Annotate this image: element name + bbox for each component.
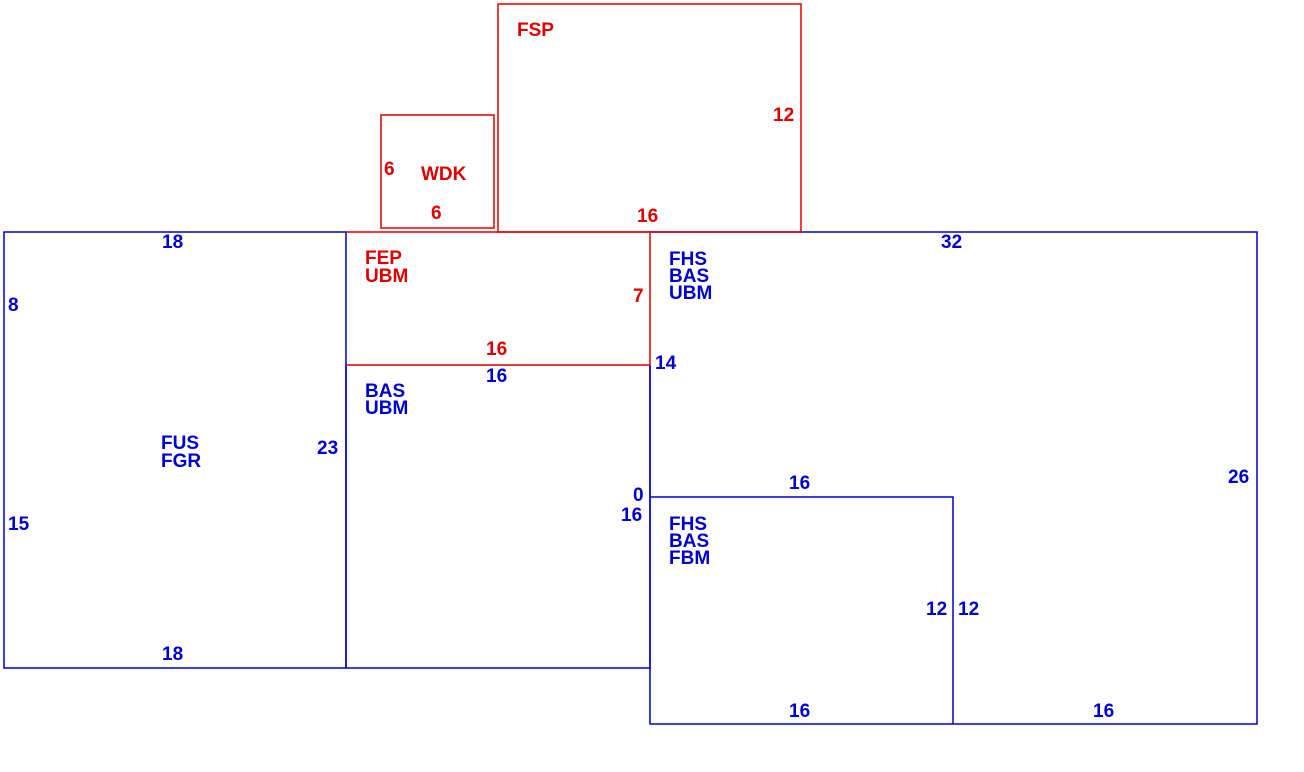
- fsp-bottom-dimension: 16: [637, 206, 658, 227]
- fep-area-outline: [346, 231, 651, 366]
- bas-ubm-top-dimension: 16: [486, 366, 507, 387]
- fhs-fbm-code-label-2: BAS: [669, 531, 709, 552]
- fhs-area-outline: [649, 231, 1258, 725]
- fhs-fbm-code-label: FHS: [669, 514, 707, 535]
- wdk-code-label: WDK: [421, 164, 467, 185]
- wdk-bottom-dimension: 6: [431, 203, 442, 224]
- fep-code-label: FEP: [365, 248, 402, 269]
- fus-top-dimension: 18: [162, 232, 183, 253]
- fhs-top-dimension: 32: [941, 232, 962, 253]
- fhs-code-label-2: BAS: [669, 266, 709, 287]
- fhs-fbm-left-dimension: 16: [621, 505, 642, 526]
- fep-code-label-2: UBM: [365, 266, 408, 287]
- fep-bottom-dimension: 16: [486, 339, 507, 360]
- fus-code-label: FUS: [161, 433, 199, 454]
- fsp-right-dimension: 12: [773, 105, 794, 126]
- fsp-code-label: FSP: [517, 20, 554, 41]
- fhs-fbm-bottom-dimension: 16: [789, 701, 810, 722]
- bas-ubm-code-label-2: UBM: [365, 398, 408, 419]
- fhs-code-label-3: UBM: [669, 283, 712, 304]
- fhs-step-top-dimension: 16: [789, 473, 810, 494]
- fhs-step-dimension: 0: [633, 485, 644, 506]
- fus-left-upper-dimension: 8: [8, 295, 19, 316]
- fhs-left-dimension: 14: [655, 353, 677, 374]
- bas-ubm-code-label: BAS: [365, 381, 405, 402]
- fhs-bottom-dimension: 16: [1093, 701, 1114, 722]
- fhs-code-label: FHS: [669, 249, 707, 270]
- fhs-right-dimension: 26: [1228, 467, 1249, 488]
- fus-right-dimension: 23: [317, 438, 338, 459]
- wdk-area-outline: [380, 114, 495, 229]
- wdk-left-dimension: 6: [384, 159, 395, 180]
- fus-bottom-dimension: 18: [162, 644, 183, 665]
- fhs-extra-left-dimension: 12: [958, 599, 979, 620]
- fep-right-dimension: 7: [633, 286, 644, 307]
- fhs-fbm-right-dimension: 12: [926, 599, 947, 620]
- fus-code-label-2: FGR: [161, 451, 201, 472]
- fhs-fbm-code-label-3: FBM: [669, 548, 710, 569]
- fhs-fbm-area-outline: [650, 496, 954, 724]
- fus-left-lower-dimension: 15: [8, 514, 30, 535]
